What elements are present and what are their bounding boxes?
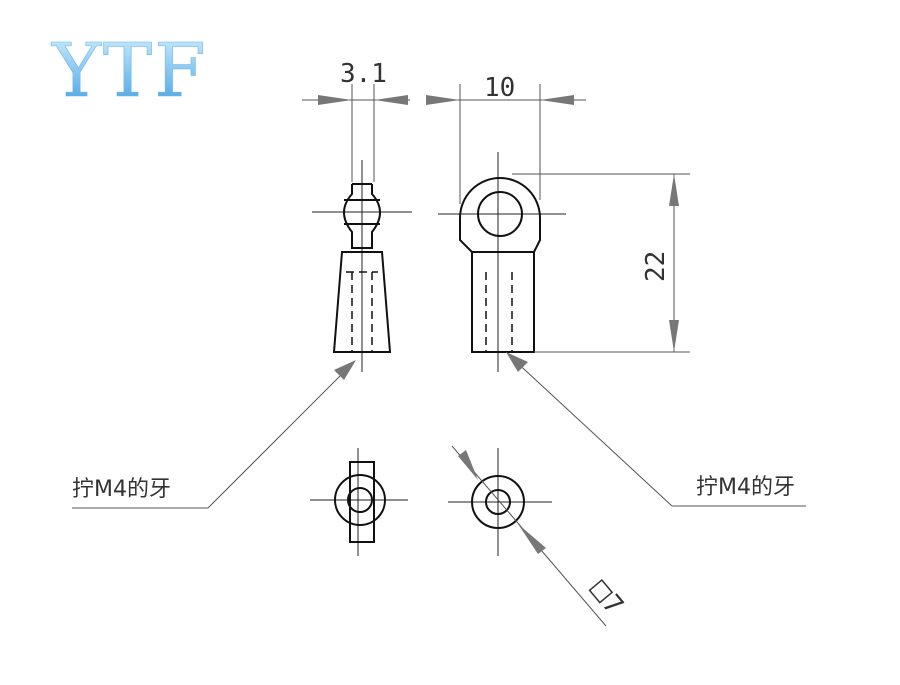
dimension-hole-diameter-label: 7: [596, 589, 629, 620]
dimension-height-label: 22: [641, 251, 671, 282]
dimension-height: 22: [512, 173, 690, 353]
side-view: [312, 160, 412, 372]
dimension-side-width-label: 3.1: [340, 59, 387, 89]
note-right-text: 拧M4的牙: [696, 475, 795, 500]
dimension-hole-diameter: 7: [451, 445, 629, 627]
note-left-text: 拧M4的牙: [72, 477, 171, 502]
note-left: 拧M4的牙: [72, 360, 356, 509]
bottom-view-left: [310, 448, 408, 556]
front-view: [438, 152, 566, 372]
dimension-front-width: 10: [426, 73, 586, 204]
logo: YTF: [51, 28, 208, 114]
note-right: 拧M4的牙: [506, 352, 806, 507]
dimension-front-width-label: 10: [484, 73, 515, 103]
dimension-side-width: 3.1: [302, 59, 410, 182]
